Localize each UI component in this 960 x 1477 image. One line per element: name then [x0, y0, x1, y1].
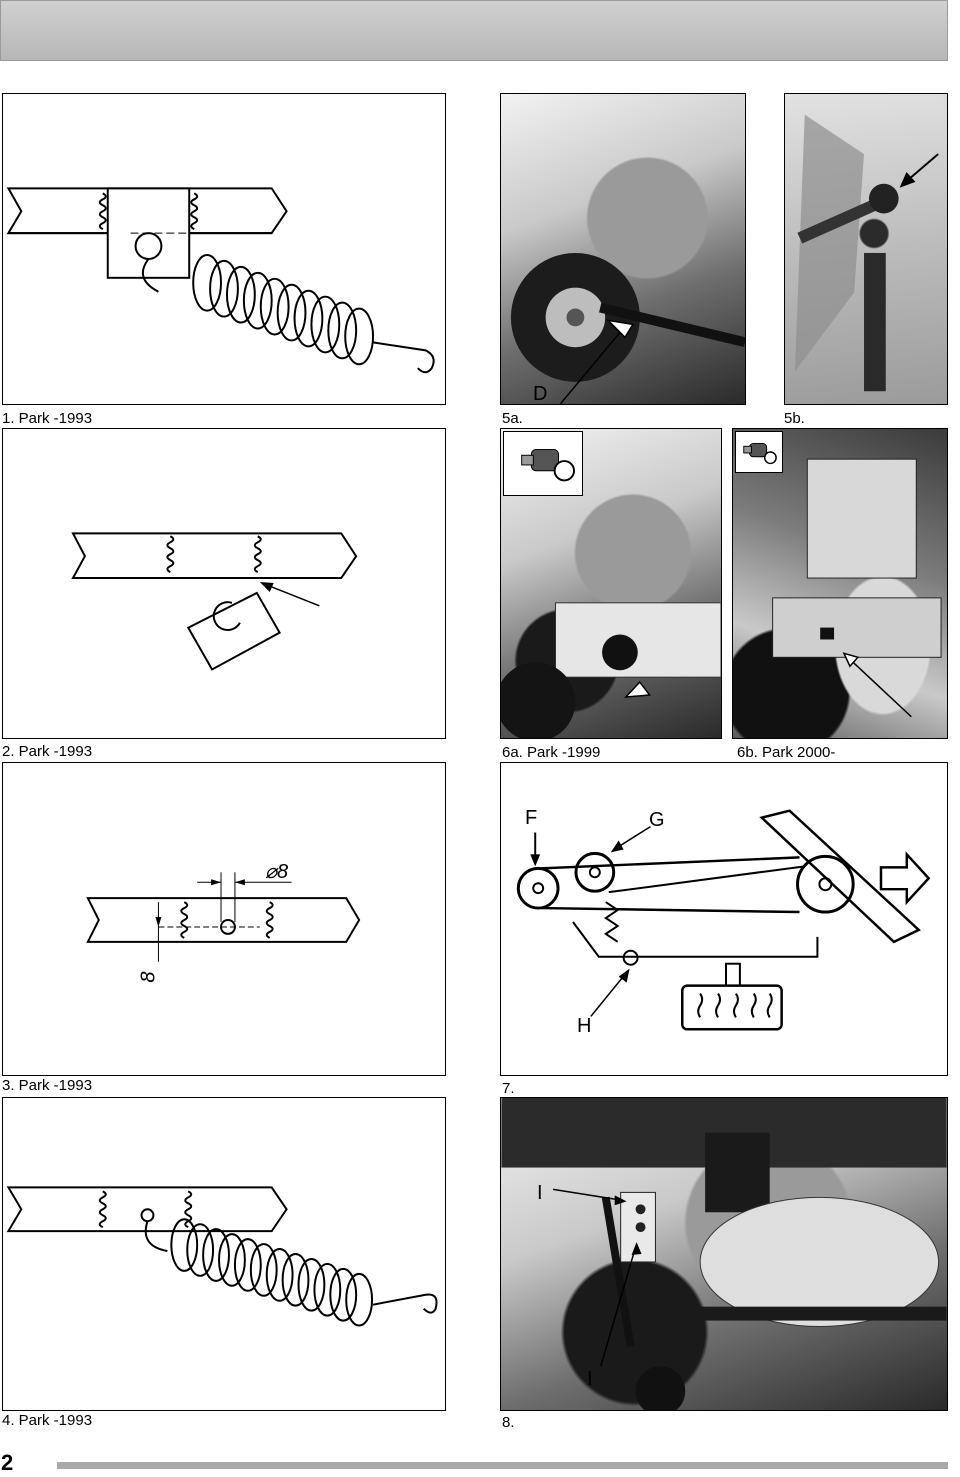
hole-dimension-drawing: [86, 872, 361, 962]
figure-6a-photo: [500, 428, 722, 739]
figure-7-drawing: F G H: [500, 762, 948, 1076]
figure-6b-plug-inset: [735, 431, 783, 473]
figure-7-caption: 7.: [502, 1080, 515, 1097]
figure-5b-photo: [784, 93, 948, 405]
footer-rule: [57, 1462, 948, 1469]
figure-6b-photo: [732, 428, 948, 739]
mower-socket-photo: [501, 602, 721, 738]
figure-6a-plug-inset: [503, 431, 583, 496]
figure-2-drawing: [2, 428, 446, 739]
mower-rear-wheel-photo: [510, 252, 745, 404]
page-number: 2: [1, 1450, 14, 1475]
beam-bracket-drawing: [71, 532, 358, 671]
figure-7-callout-h: H: [577, 1015, 592, 1037]
figure-4-drawing: [2, 1097, 446, 1411]
figure-5a-caption: 5a.: [502, 410, 523, 427]
figure-7-callout-f: F: [525, 807, 538, 829]
mower-socket-2000-photo: [772, 458, 942, 718]
beam-spring-hooked-drawing: [6, 1186, 438, 1327]
spring-attachment-photo: [794, 114, 939, 392]
figure-6b-caption: 6b. Park 2000-: [737, 744, 836, 761]
figure-3-dimension-hole: ⌀8: [265, 861, 289, 883]
figure-2-caption: 2. Park -1993: [2, 743, 93, 760]
figure-1-drawing: [2, 93, 446, 405]
figure-3-drawing: ⌀8 8: [2, 762, 446, 1076]
figure-3-dimension-offset: 8: [137, 971, 160, 983]
figure-8-caption: 8.: [502, 1414, 515, 1431]
belt-drive-diagram: [516, 809, 931, 1031]
figure-6a-caption: 6a. Park -1999: [502, 744, 601, 761]
figure-5b-caption: 5b.: [784, 410, 805, 427]
beam-spring-drawing: [6, 187, 435, 374]
header-band: [0, 0, 948, 61]
plug-icon: [521, 448, 575, 482]
figure-4-caption: 4. Park -1993: [2, 1412, 93, 1429]
figure-8-photo: I I: [500, 1097, 948, 1411]
mower-deck-photo: [501, 1098, 947, 1410]
figure-7-callout-g: G: [649, 809, 665, 831]
figure-3-caption: 3. Park -1993: [2, 1077, 93, 1094]
plug-icon: [743, 442, 777, 465]
figure-8-callout-i-lower: I: [587, 1368, 593, 1390]
figure-1-caption: 1. Park -1993: [2, 410, 93, 427]
figure-8-callout-i-upper: I: [537, 1182, 543, 1204]
figure-5a-callout-d: D: [533, 383, 548, 405]
figure-5a-photo: [500, 93, 746, 405]
